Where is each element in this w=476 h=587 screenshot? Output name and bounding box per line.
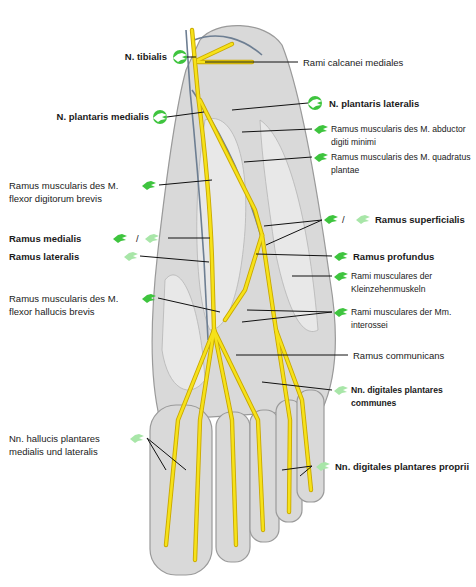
nerve-label: /	[135, 232, 140, 245]
nerve-label: N. plantaris lateralis	[328, 97, 420, 110]
nerves-core	[166, 30, 311, 560]
nerve-label: Ramus muscularis des M. flexor hallucis …	[8, 292, 138, 318]
nerve-label: Ramus lateralis	[8, 250, 80, 263]
muscle-shading	[162, 118, 318, 390]
nerve-label: Ramus superficialis	[374, 213, 466, 226]
nerve-label: Rami calcanei mediales	[302, 56, 404, 69]
nerve-label: Nn. hallucis plantares medialis und late…	[8, 432, 130, 458]
nerve-label: /	[341, 213, 346, 226]
nerve-label: Ramus medialis	[8, 232, 82, 245]
nerve-label: Ramus muscularis des M. abductor digiti …	[330, 123, 472, 149]
nerve-label: Nn. digitales plantares proprii	[334, 460, 470, 473]
nerve-label: Ramus communicans	[352, 349, 445, 362]
nerve-icons-bold	[153, 50, 322, 124]
veins	[186, 30, 278, 340]
leader-lines	[140, 57, 348, 476]
nerve-label: N. tibialis	[124, 50, 168, 63]
nerve-label: N. plantaris medialis	[56, 110, 150, 123]
nerve-label: Rami musculares der Kleinzehenmuskeln	[350, 270, 472, 296]
nerve-label: Ramus muscularis des M. quadratus planta…	[330, 151, 472, 177]
nerve-icons-light	[124, 215, 370, 471]
nerve-label: Ramus profundus	[352, 250, 435, 263]
nerve-icons	[113, 125, 348, 317]
foot-outline	[150, 26, 336, 575]
nerve-label: Nn. digitales plantares communes	[350, 384, 472, 410]
nerve-label: Ramus muscularis des M. flexor digitorum…	[8, 179, 138, 205]
nerves	[166, 30, 311, 560]
nerve-label: Rami musculares der Mm. interossei	[350, 306, 472, 332]
